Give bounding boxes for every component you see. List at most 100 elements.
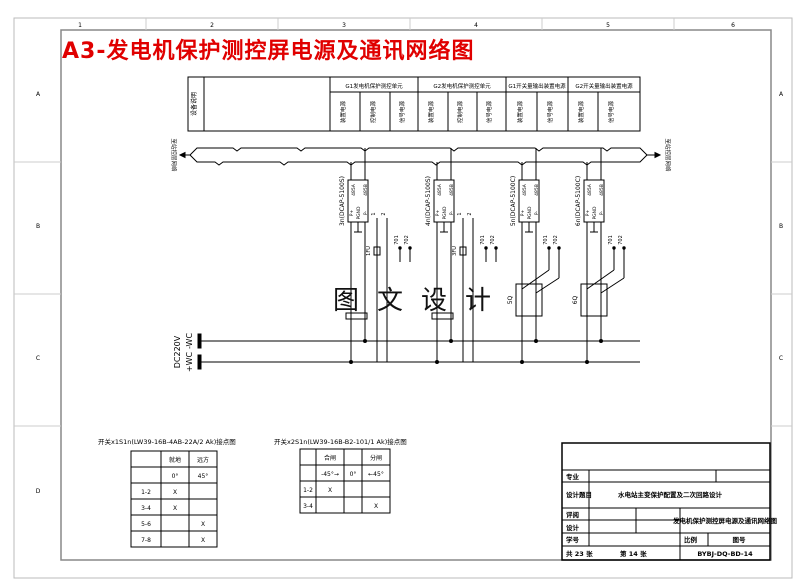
table-cell: X [173,505,177,512]
header-group-2: G2发电机保护测控单元 [433,82,491,90]
header-col: 信号电源 [485,101,493,124]
port-label: 485A [587,183,593,196]
network-right-label: 至站控层网络 [664,138,672,172]
fuse-symbol [373,246,381,256]
pin-label: P- [599,211,605,216]
table-cell: 0° [350,471,357,478]
pin-label: P- [363,211,369,216]
power-bus-pos: +WC [185,351,194,372]
watermark: 图文设计 [333,286,510,316]
fuse-label: 3FU [452,246,458,256]
tb-design-label: 设计 [566,523,580,532]
terminal-dot [557,246,561,250]
header-cols: 装置电源 控制电源 信号电源 装置电源 控制电源 信号电源 装置电源 信号电源 … [339,101,615,124]
power-bus-neg: -WC [185,333,194,349]
table-cell: X [201,521,205,528]
header-col: 装置电源 [339,101,347,124]
table-cell: 1-2 [303,487,313,494]
signal-label: 701 [608,235,614,245]
fuse-symbol [459,246,467,256]
aux-label: 2 [467,212,473,215]
header-col: 装置电源 [516,101,524,124]
switch-table-1-caption: 开关x1S1n(LW39-16B-4AB-22A/2 Ak)接点图 [98,437,236,446]
row-mark: B [36,223,40,230]
row-mark: C [779,355,783,362]
pin-label: PGND [442,206,448,220]
signal-label: 702 [404,235,410,245]
table-cell: 5-6 [141,521,151,528]
header-group-3: G1开关量输出装置电源 [508,82,566,90]
pin-label: P+ [349,210,355,217]
terminal-dot [398,246,402,250]
terminal-dot [547,246,551,250]
signal-label: 702 [553,235,559,245]
signal-wire [535,277,560,294]
network-bus [178,147,662,166]
row-mark: C [36,355,40,362]
tb-topic: 水电站主变保护配置及二次回路设计 [618,490,723,499]
port-label: 485A [351,183,357,196]
switch-box [580,283,608,317]
header-group-1: G1发电机保护测控单元 [345,82,403,90]
table-cell: X [201,537,205,544]
signal-wire [521,269,550,290]
header-col: 信号电源 [546,101,554,124]
signal-label: 702 [490,235,496,245]
tb-total-sheets: 共 23 张 [566,549,593,558]
header-col: 装置电源 [427,101,435,124]
table-cell: 分闸 [370,454,382,462]
port-label: 485A [522,183,528,196]
port-label: 485A [437,183,443,196]
signal-wire [586,269,615,290]
header-group-4: G2开关量输出装置电源 [575,82,633,90]
table-cell: 合闸 [324,454,336,462]
table-cell: -45°→ [321,471,339,478]
table-cell: 3-4 [141,505,151,512]
switch-table-2-caption: 开关x2S1n(LW39-16B-B2-101/1 Ak)接点图 [274,437,407,446]
header-col: 信号电源 [607,101,615,124]
table-cell: 45° [198,473,209,480]
aux-label: 1 [457,212,463,215]
pin-label: P+ [520,210,526,217]
port-label: 485B [599,184,605,196]
table-cell: 远方 [197,456,209,464]
title-block [561,442,771,561]
device-name: 6n(DCAP-5100C) [575,176,582,226]
pin-label: PGND [527,206,533,220]
device-name: 5n(DCAP-5100C) [510,176,517,226]
header-table [187,76,641,132]
device-name: 4n(DCAP-5100S) [425,176,432,226]
row-mark: D [36,488,41,495]
power-bus [197,333,640,370]
terminal-dot [484,246,488,250]
aux-label: 1 [371,212,377,215]
table-cell: ←45° [368,471,384,478]
signal-label: 701 [480,235,486,245]
tb-drawing-no: BYBJ-DQ-BD-14 [697,550,753,558]
header-col: 信号电源 [398,101,406,124]
header-col: 控制电源 [456,101,464,124]
terminal-dot [622,246,626,250]
signal-label: 701 [394,235,400,245]
header-left-label: 设备说明 [190,92,198,116]
switch-label: 5Q [507,295,514,304]
table-cell: X [173,489,177,496]
tb-student-no-label: 学号 [566,535,580,544]
terminal-dot [612,246,616,250]
tb-review-label: 评阅 [566,510,580,519]
device-name: 3n(DCAP-5100S) [339,176,346,226]
table-cell: 0° [172,473,179,480]
pin-label: P+ [585,210,591,217]
page-title: A3-发电机保护测控屏电源及通讯网络图 [62,39,475,64]
terminal-link [345,312,368,320]
signal-label: 702 [618,235,624,245]
header-col: 控制电源 [369,101,377,124]
aux-label: 2 [381,212,387,215]
